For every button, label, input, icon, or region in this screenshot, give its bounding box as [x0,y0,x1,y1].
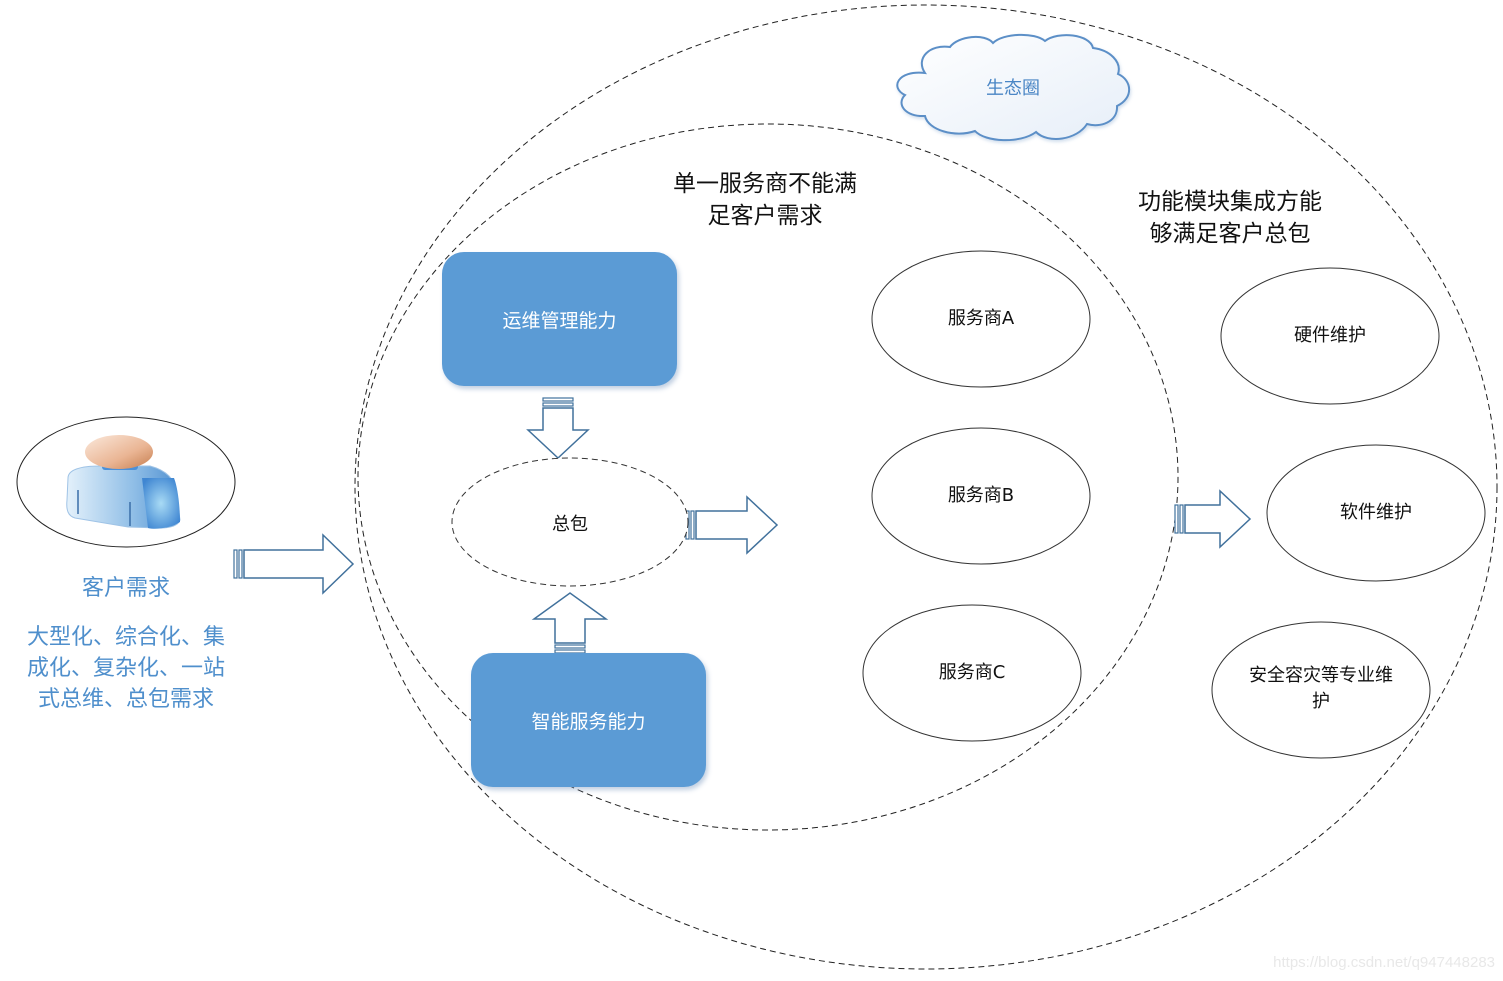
total-package-label: 总包 [552,514,588,535]
arrow-smart-to-package [531,592,609,654]
smart-service-box: 智能服务能力 [471,653,706,787]
provider-ellipse-b [871,427,1091,565]
provider-label-c: 服务商C [938,662,1006,683]
single-provider-boundary [357,123,1179,831]
customer-description-line: 成化、复杂化、一站 [26,656,225,681]
arrow-package-to-providers [685,495,779,555]
total-package-ellipse [451,457,689,587]
heading-line: 单一服务商不能满 [673,171,857,197]
smart-service-label: 智能服务能力 [531,710,646,733]
arrow-customer-to-ecosystem [233,533,355,595]
module-label-hardware: 硬件维护 [1294,325,1366,346]
customer-label: 客户需求 [81,576,170,601]
provider-ellipse-c [862,604,1082,742]
integration-heading: 功能模块集成方能 够满足客户总包 [1105,186,1355,250]
ops-management-box: 运维管理能力 [442,252,677,386]
watermark: https://blog.csdn.net/q947448283 [1273,954,1495,971]
user-icon [66,435,181,529]
module-label-line: 安全容灾等专业维 [1249,665,1393,686]
module-label-security: 安全容灾等专业维 护 [1221,663,1421,715]
module-ellipse-hardware [1220,267,1440,405]
heading-line: 功能模块集成方能 [1138,189,1322,215]
arrow-providers-to-modules [1174,489,1252,549]
customer-description: 大型化、综合化、集 成化、复杂化、一站 式总维、总包需求 [6,622,246,715]
ecosystem-label: 生态圈 [986,78,1040,99]
module-ellipse-software [1266,444,1486,582]
heading-line: 足客户需求 [707,203,823,229]
customer-description-line: 大型化、综合化、集 [26,625,225,650]
ops-management-label: 运维管理能力 [502,309,617,332]
module-label-software: 软件维护 [1340,502,1412,523]
single-provider-heading: 单一服务商不能满 足客户需求 [640,168,890,232]
provider-ellipse-a [871,250,1091,388]
customer-description-line: 式总维、总包需求 [37,687,214,712]
heading-line: 够满足客户总包 [1149,221,1311,247]
provider-label-a: 服务商A [947,308,1015,329]
ecosystem-boundary [354,4,1498,970]
module-label-line: 护 [1312,691,1330,712]
module-ellipse-security [1211,621,1431,759]
cloud-shape [896,33,1131,142]
arrow-ops-to-package [526,397,590,460]
provider-label-b: 服务商B [947,485,1015,506]
